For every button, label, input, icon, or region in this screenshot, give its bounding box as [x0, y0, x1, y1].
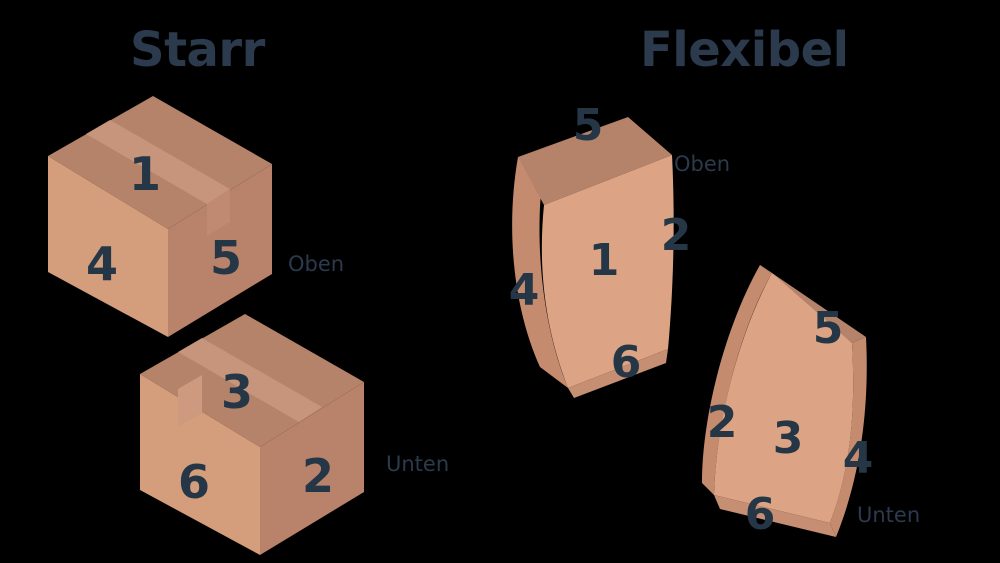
rigid-box-upper-top-number: 1 — [129, 147, 161, 201]
rigid-box-lower-position-label: Unten — [386, 452, 450, 476]
flexible-box-upper-bottom-number: 6 — [611, 337, 642, 388]
flexible-box-lower-position-label: Unten — [857, 503, 921, 527]
rigid-box-lower-left-face — [140, 374, 260, 555]
flexible-box-lower-left-number: 2 — [707, 397, 738, 448]
flexible-box-lower-front-number: 3 — [773, 413, 804, 464]
flexible-box-upper-right-number: 2 — [661, 210, 692, 261]
rigid-box-lower-flap — [178, 375, 202, 427]
flexible-box-upper-left-number: 4 — [509, 265, 540, 316]
flexible-box-lower-right-number: 4 — [843, 433, 874, 484]
flexible-box-upper-top-face — [518, 117, 672, 205]
flexible-box-lower-top-face — [760, 265, 866, 343]
flexible-box-lower-right-face — [830, 337, 867, 537]
flexible-box-lower-bottom-number: 6 — [745, 489, 776, 540]
rigid-box-upper: 1 4 5 — [48, 96, 272, 337]
rigid-box-upper-position-label: Oben — [288, 252, 345, 276]
rigid-box-lower-left-number: 6 — [178, 455, 210, 509]
flexible-box-lower: 5 2 3 4 6 — [702, 265, 874, 540]
flexible-box-upper-position-label: Oben — [674, 152, 731, 176]
flexible-box-upper: 5 4 1 2 6 — [509, 100, 692, 398]
panel-title-flexibel: Flexibel — [640, 22, 849, 78]
flexible-box-upper-top-number: 5 — [573, 100, 604, 151]
flexible-box-upper-front-number: 1 — [589, 235, 620, 286]
rigid-box-upper-left-number: 4 — [86, 237, 118, 291]
flexible-box-upper-front-face — [541, 155, 674, 388]
flexible-box-lower-bottom-face — [714, 495, 836, 537]
flexible-box-lower-left-face — [702, 265, 772, 495]
flexible-box-lower-front-face — [714, 273, 854, 523]
rigid-box-lower: 3 6 2 — [140, 314, 364, 555]
flexible-box-lower-top-number: 5 — [813, 303, 844, 354]
rigid-box-upper-right-face — [168, 164, 272, 337]
rigid-box-lower-tape — [178, 338, 322, 422]
rigid-box-lower-right-face — [260, 382, 364, 555]
rigid-box-upper-left-face — [48, 156, 168, 337]
flexible-box-upper-left-face — [512, 157, 568, 388]
rigid-box-lower-right-number: 2 — [302, 449, 334, 503]
rigid-box-lower-top-number: 3 — [221, 365, 253, 419]
panel-title-starr: Starr — [130, 22, 265, 78]
rigid-box-upper-tape — [86, 120, 230, 204]
rigid-box-upper-right-number: 5 — [210, 231, 242, 285]
flexible-box-upper-bottom-face — [568, 349, 668, 398]
rigid-box-upper-flap — [207, 189, 230, 236]
